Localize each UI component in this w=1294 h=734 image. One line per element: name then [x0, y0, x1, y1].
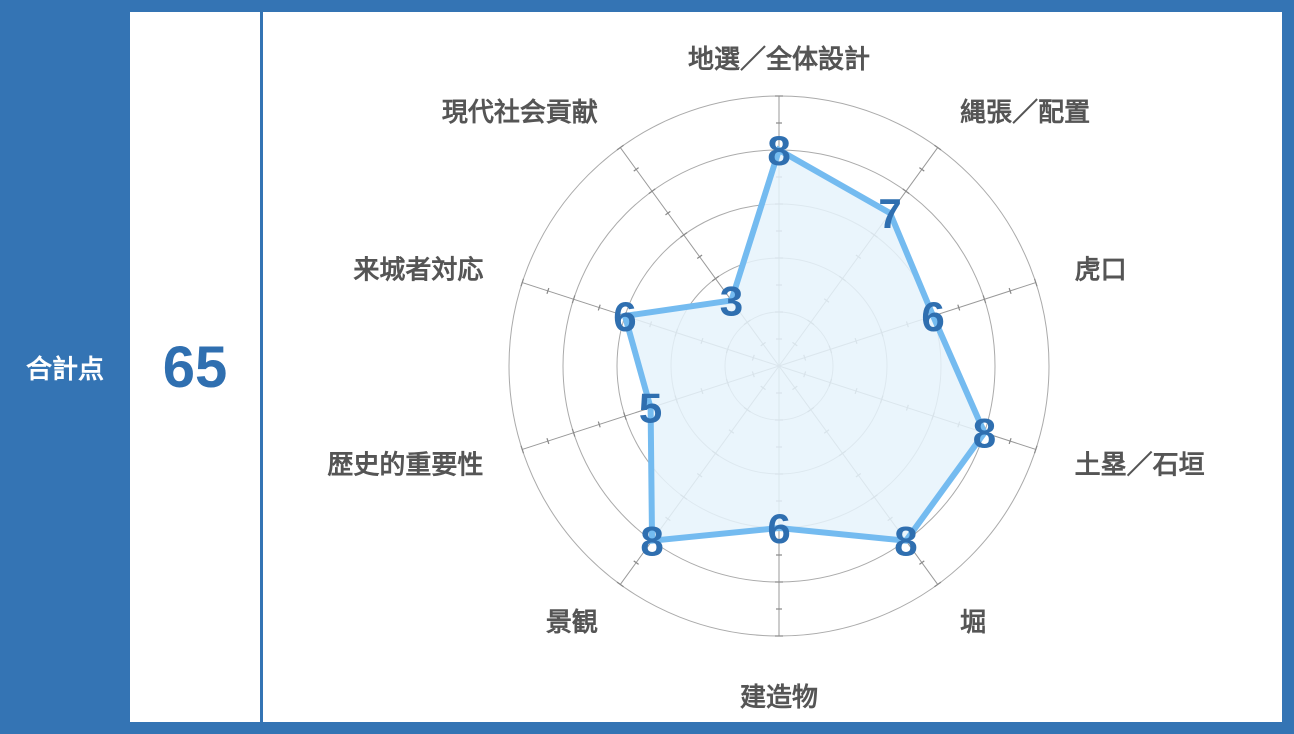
data-value-label: 3 [720, 277, 743, 324]
axis-tick [616, 144, 624, 151]
axis-tick [1008, 287, 1012, 294]
category-label: 歴史的重要性 [327, 449, 483, 480]
axis-tick [665, 210, 671, 216]
axis-tick [520, 445, 525, 454]
axis-tick [520, 278, 525, 287]
data-value-label: 5 [639, 385, 662, 432]
axis-tick [571, 428, 576, 437]
category-label: 建造物 [740, 683, 818, 713]
axis-tick [957, 304, 961, 311]
axis-tick [1033, 445, 1038, 454]
category-label: 景観 [546, 607, 598, 638]
axis-tick [597, 421, 601, 428]
axis-tick [597, 304, 601, 311]
total-label: 合計点 [25, 354, 104, 385]
category-label: 虎口 [1075, 256, 1127, 286]
axis-tick [919, 560, 925, 565]
axis-tick [546, 438, 550, 445]
axis-tick [1033, 278, 1038, 287]
axis-tick [919, 167, 925, 172]
category-label: 土塁／石垣 [1075, 450, 1205, 480]
axis-tick [934, 581, 942, 588]
data-value-label: 7 [878, 190, 901, 237]
axis-tick [633, 167, 639, 172]
data-value-label: 8 [767, 127, 790, 174]
category-label: 来城者対応 [353, 255, 483, 286]
data-value-label: 8 [973, 410, 996, 457]
axis-tick [633, 560, 639, 565]
total-label-panel: 合計点 [0, 0, 130, 734]
axis-tick [696, 254, 703, 260]
category-label: 地選／全体設計 [688, 44, 870, 75]
data-series-area [621, 145, 988, 545]
axis-tick [711, 275, 720, 282]
category-label: 縄張／配置 [960, 98, 1090, 128]
axis-tick [616, 581, 624, 588]
category-label: 堀 [960, 608, 986, 638]
total-score: 65 [162, 334, 228, 400]
data-value-label: 8 [894, 518, 917, 565]
category-label: 現代社会貢献 [442, 97, 598, 128]
data-value-label: 6 [613, 293, 636, 340]
data-value-label: 6 [921, 293, 944, 340]
data-value-label: 8 [640, 518, 663, 565]
axis-tick [648, 188, 656, 195]
axis-tick [982, 295, 987, 304]
axis-tick [571, 295, 576, 304]
axis-tick [902, 188, 910, 195]
axis-tick [934, 144, 942, 151]
data-value-label: 6 [767, 505, 790, 552]
axis-tick [623, 412, 627, 421]
total-score-box: 65 [130, 12, 263, 722]
axis-tick [1008, 438, 1012, 445]
axis-tick [680, 232, 688, 238]
axis-tick [546, 287, 550, 294]
